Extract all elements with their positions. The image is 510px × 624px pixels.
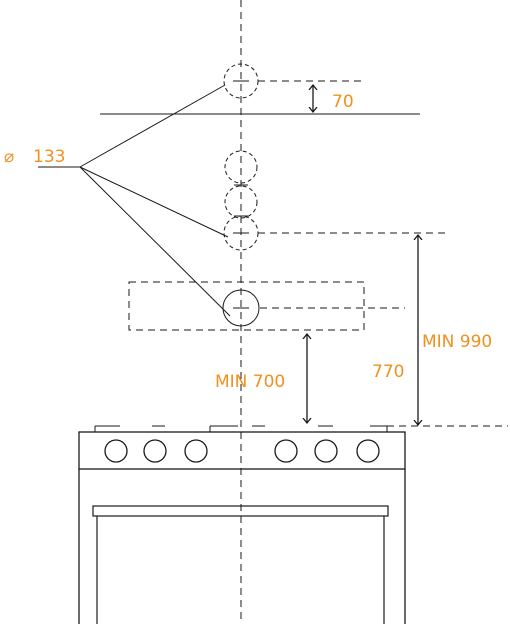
gap-70-label: 70 (332, 92, 354, 112)
knob-icon (143, 439, 167, 463)
knob-icon (314, 439, 338, 463)
dim-770-label: 770 (372, 362, 404, 382)
duct-outlet-bottom (222, 289, 260, 327)
cooker (78, 425, 406, 624)
knob-icon (356, 439, 380, 463)
knob-icon (184, 439, 208, 463)
cooker-control-panel (78, 431, 406, 470)
oven-door (92, 505, 389, 624)
diameter-symbol-icon: ⌀ (4, 147, 14, 167)
pan-supports (94, 425, 388, 432)
hood-body-outline (128, 281, 365, 331)
diameter-leaders (38, 84, 231, 317)
diameter-label: 133 (33, 147, 65, 167)
knob-icon (104, 439, 128, 463)
cooker-knobs (104, 439, 380, 463)
knob-icon (274, 439, 298, 463)
min-700-label: MIN 700 (215, 372, 285, 392)
min-990-label: MIN 990 (422, 332, 492, 352)
